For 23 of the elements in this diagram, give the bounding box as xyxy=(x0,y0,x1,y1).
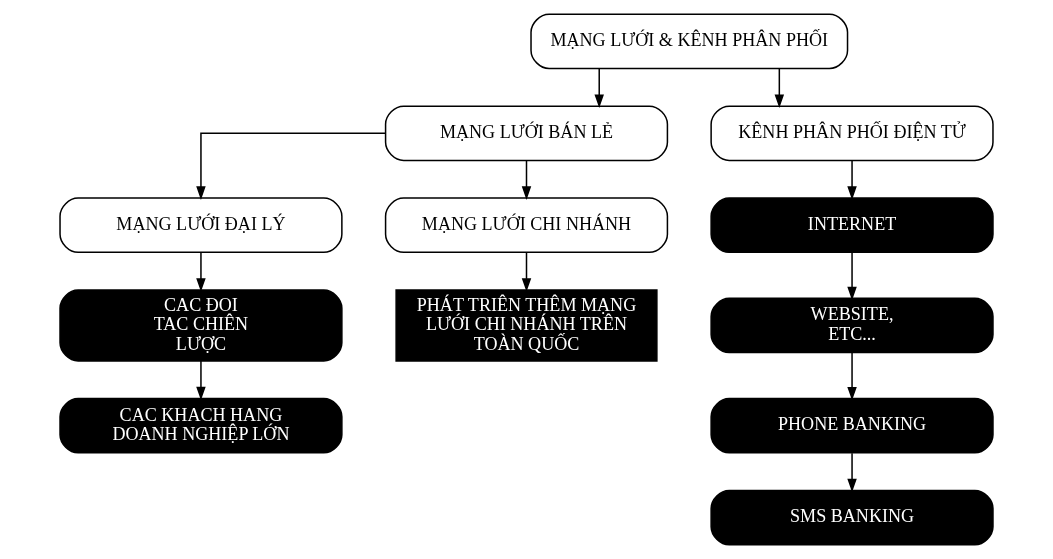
arrow xyxy=(521,160,532,200)
node-box: PHONE BANKING xyxy=(710,397,994,454)
node-box: INTERNET xyxy=(710,197,994,254)
arrow xyxy=(847,352,857,401)
arrow xyxy=(774,68,785,109)
node-box: CAC ĐOI TAC CHIÊN LƯỢC xyxy=(59,289,343,362)
node-box: MẠNG LƯỚI & KÊNH PHÂN PHỐI xyxy=(530,13,849,70)
node-box: MẠNG LƯỚI CHI NHÁNH xyxy=(384,197,669,254)
arrow xyxy=(521,251,532,292)
arrow xyxy=(196,360,206,401)
arrow xyxy=(847,452,857,493)
node-box: MẠNG LƯỚI ĐẠI LÝ xyxy=(59,197,343,254)
arrow xyxy=(196,251,206,292)
node-box: KÊNH PHÂN PHỐI ĐIỆN TỬ xyxy=(710,105,994,162)
node-box: MẠNG LƯỚI BÁN LẺ xyxy=(384,105,669,162)
arrow xyxy=(594,68,604,109)
node-box: WEBSITE, ETC... xyxy=(710,297,994,354)
node-box: SMS BANKING xyxy=(710,489,994,546)
node-box: CAC KHACH HANG DOANH NGHIỆP LỚN xyxy=(59,397,343,454)
node-box: PHÁT TRIÊN THÊM MẠNG LƯỚI CHI NHÁNH TRÊN TOÀN QUỐC xyxy=(395,289,658,362)
arrow xyxy=(847,160,857,200)
arrow xyxy=(847,251,857,301)
arrow xyxy=(196,132,386,200)
